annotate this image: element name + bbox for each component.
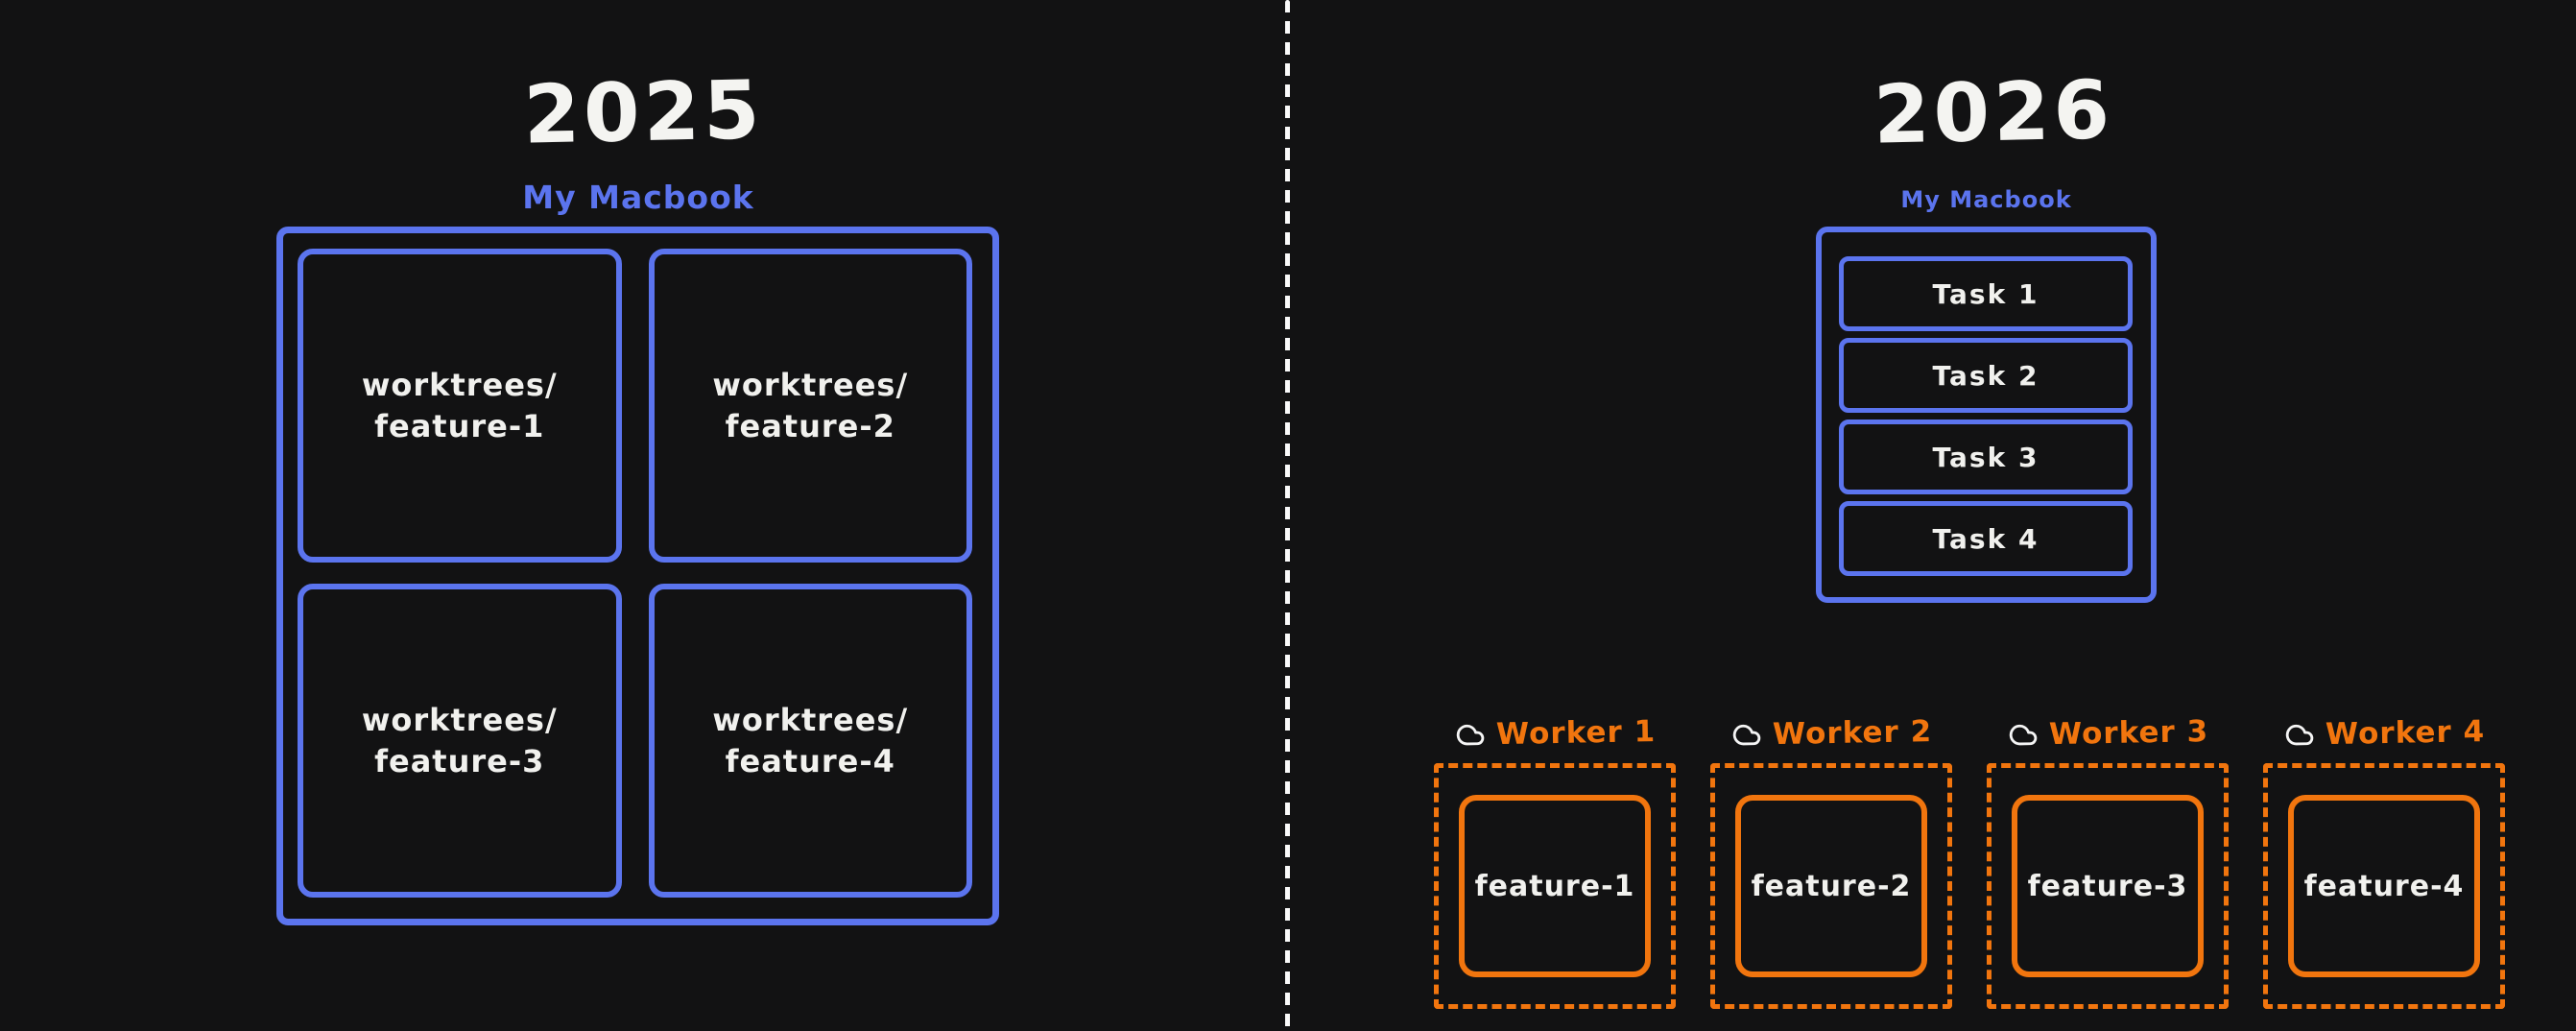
worktree-box-2: worktrees/ feature-2 [648, 249, 972, 563]
feature-label: feature-3 [2027, 869, 2188, 903]
worker-group-2: Worker 2 feature-2 [1710, 713, 1952, 1009]
feature-box: feature-1 [1459, 795, 1651, 977]
task-item-3: Task 3 [1839, 420, 2133, 494]
worktree-path: worktrees/ [712, 702, 909, 739]
worker-header: Worker 1 [1454, 713, 1657, 754]
worker-group-1: Worker 1 feature-1 [1434, 713, 1676, 1009]
feature-box: feature-2 [1735, 795, 1927, 977]
machine-label-2025: My Macbook [522, 179, 754, 216]
worker-label: Worker 2 [1772, 714, 1933, 753]
worktree-branch: feature-4 [725, 742, 895, 779]
worktree-box-4: worktrees/ feature-4 [648, 584, 972, 898]
cloud-icon [1732, 724, 1761, 746]
worktree-box-1: worktrees/ feature-1 [298, 249, 622, 563]
worker-group-3: Worker 3 feature-3 [1987, 713, 2229, 1009]
year-divider [1285, 0, 1290, 1031]
worktree-path: worktrees/ [361, 367, 558, 404]
worker-label: Worker 4 [2325, 714, 2486, 753]
feature-box: feature-4 [2288, 795, 2480, 977]
year-title-2025: 2025 [522, 62, 765, 162]
cloud-icon [1456, 724, 1485, 746]
task-item-1: Task 1 [1839, 256, 2133, 331]
worktree-path: worktrees/ [361, 702, 558, 739]
worker-header: Worker 2 [1730, 713, 1933, 754]
feature-box: feature-3 [2012, 795, 2204, 977]
worker-sandbox-box: feature-3 [1987, 763, 2229, 1009]
worktree-branch: feature-1 [374, 407, 545, 444]
macbook-container-2025: worktrees/ feature-1 worktrees/ feature-… [276, 227, 999, 925]
worktree-box-3: worktrees/ feature-3 [298, 584, 622, 898]
worker-label: Worker 3 [2048, 714, 2209, 753]
worker-sandbox-box: feature-4 [2263, 763, 2505, 1009]
worktree-path: worktrees/ [712, 367, 909, 404]
macbook-container-2026: Task 1 Task 2 Task 3 Task 4 [1816, 227, 2157, 603]
worker-sandbox-box: feature-2 [1710, 763, 1952, 1009]
worker-header: Worker 4 [2283, 713, 2486, 754]
worker-label: Worker 1 [1495, 714, 1657, 753]
feature-label: feature-1 [1474, 869, 1635, 903]
workers-row: Worker 1 feature-1 Worker 2 feature-2 [1434, 713, 2513, 1009]
task-item-4: Task 4 [1839, 501, 2133, 576]
worker-sandbox-box: feature-1 [1434, 763, 1676, 1009]
task-item-2: Task 2 [1839, 338, 2133, 413]
year-title-2026: 2026 [1872, 62, 2114, 162]
feature-label: feature-2 [1751, 869, 1912, 903]
worktree-branch: feature-2 [725, 407, 895, 444]
cloud-icon [2009, 724, 2038, 746]
machine-label-2026: My Macbook [1900, 186, 2072, 213]
worker-header: Worker 3 [2007, 713, 2209, 754]
cloud-icon [2285, 724, 2314, 746]
worktree-branch: feature-3 [374, 742, 545, 779]
feature-label: feature-4 [2303, 869, 2465, 903]
worker-group-4: Worker 4 feature-4 [2263, 713, 2505, 1009]
